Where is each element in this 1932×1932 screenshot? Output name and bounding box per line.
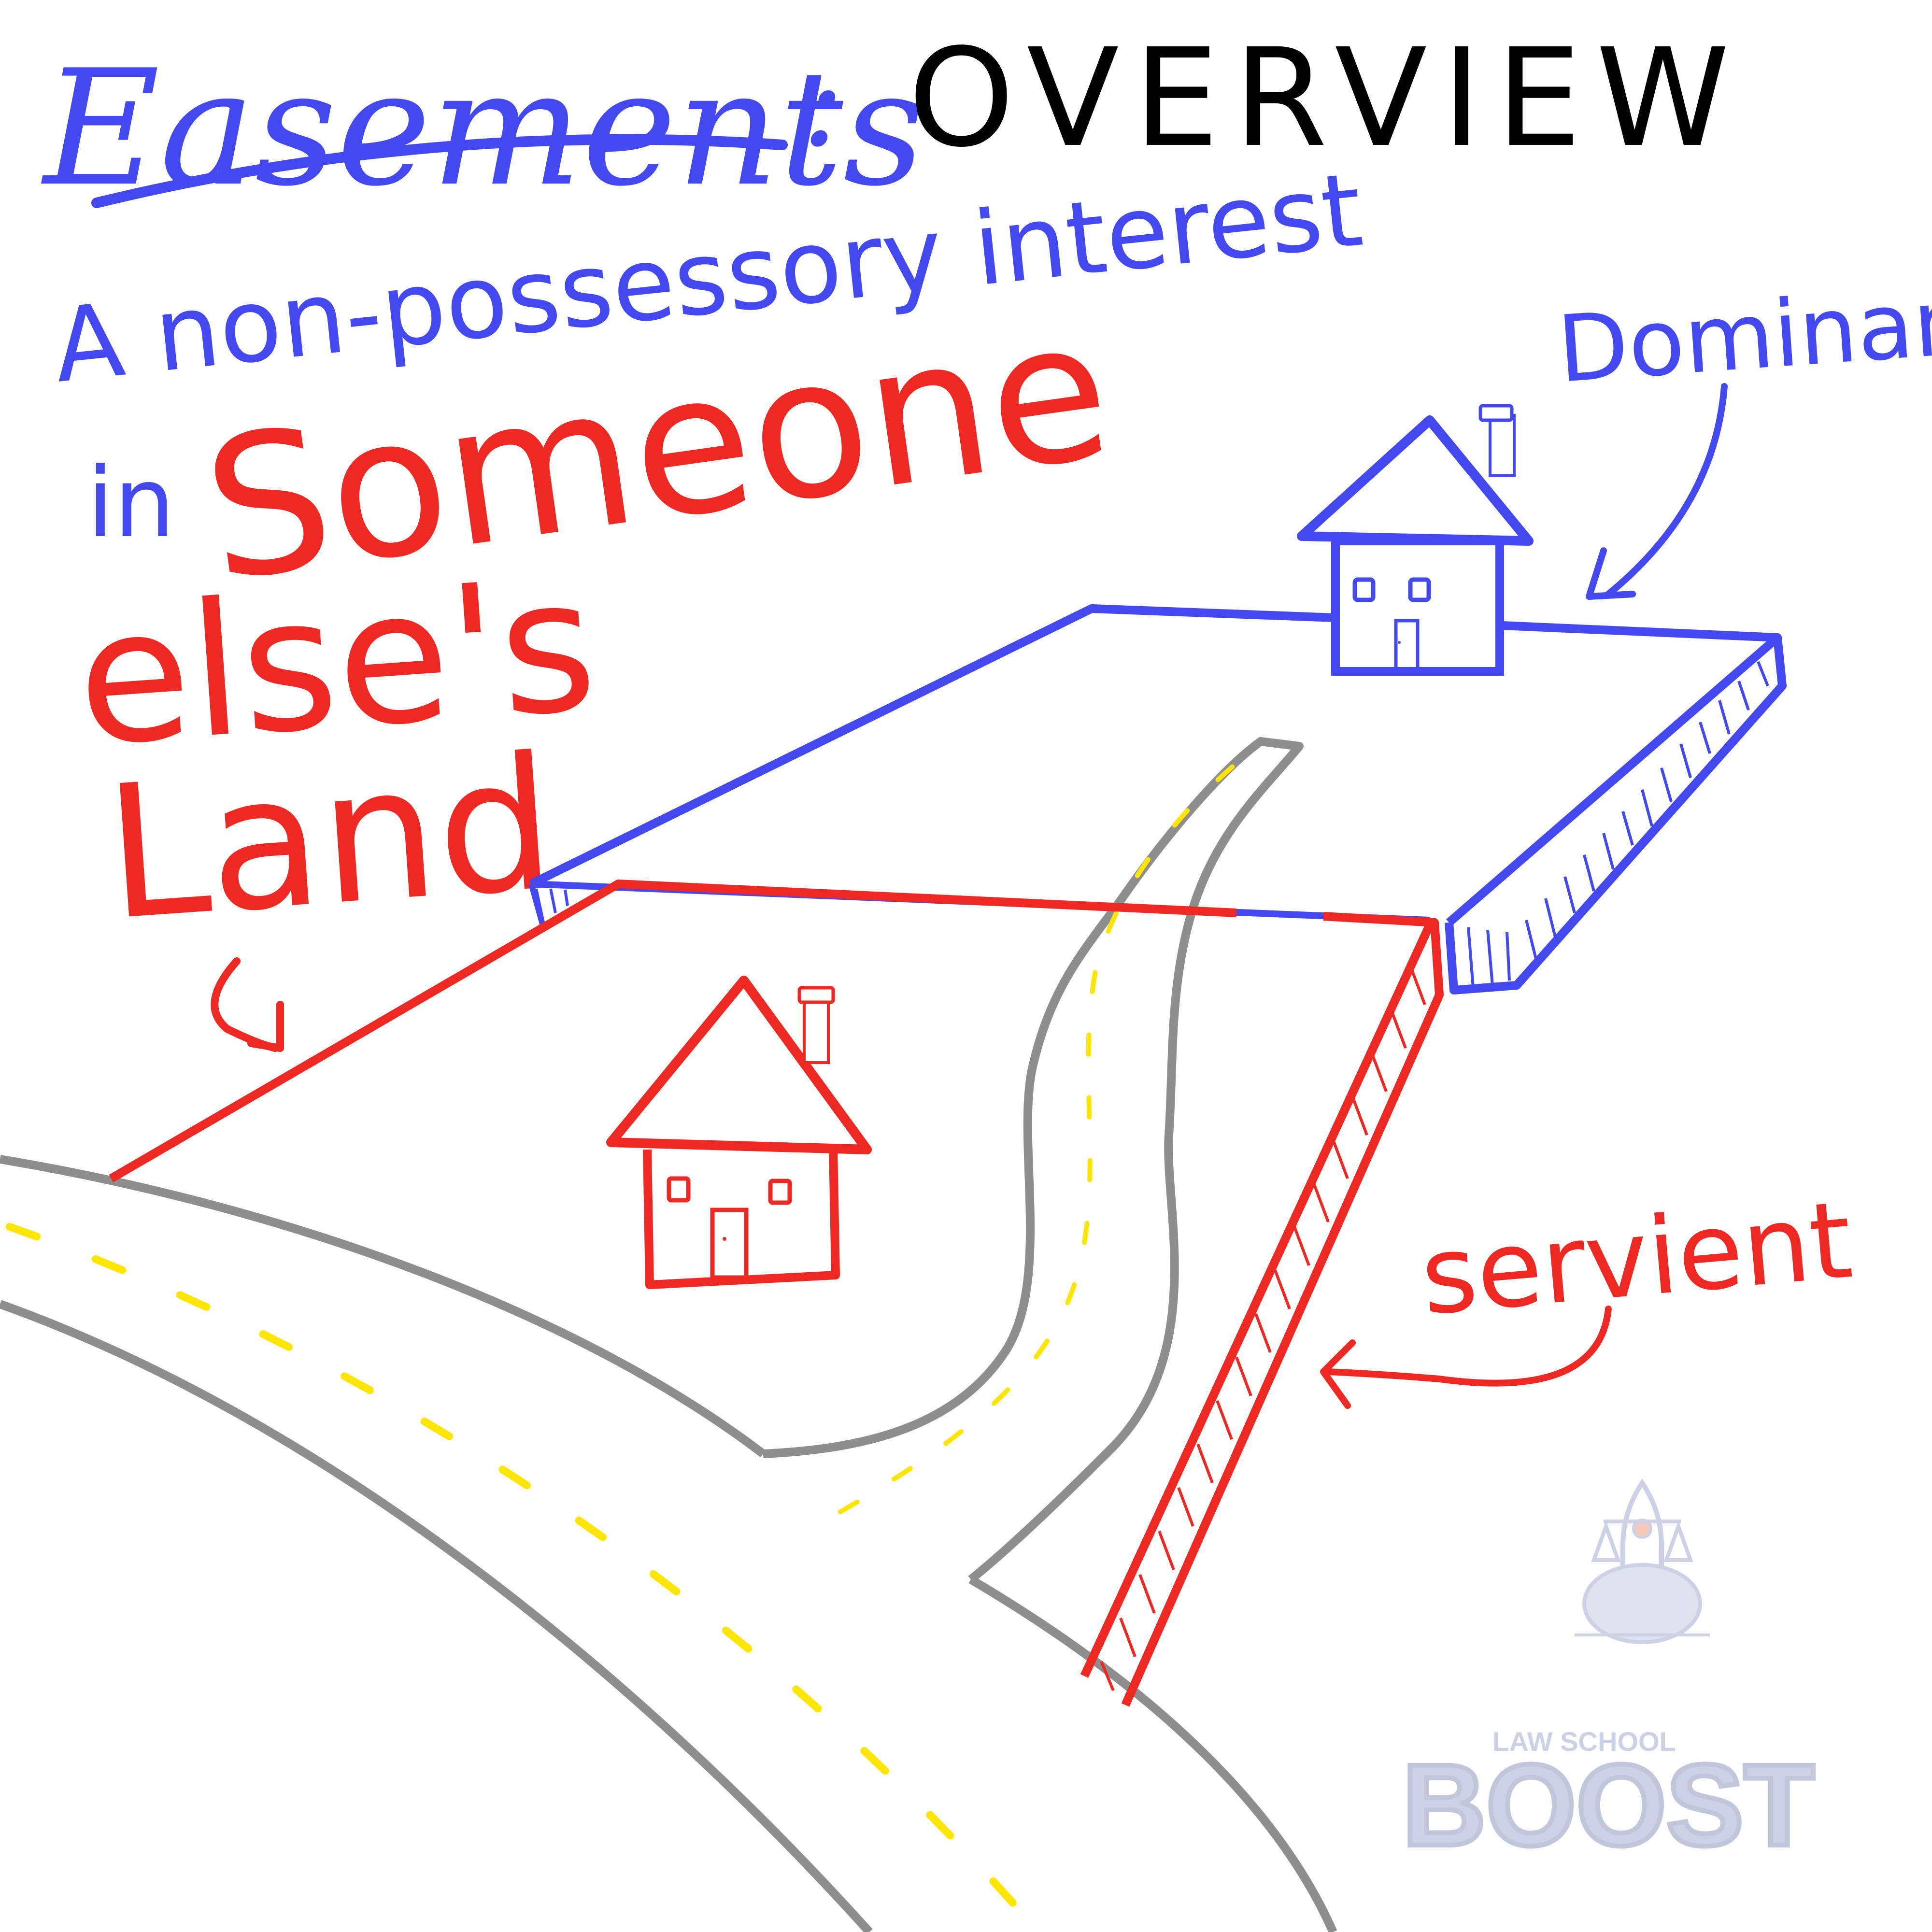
dominant-left-side (528, 883, 546, 928)
title-overview: OVERVIEW (908, 20, 1744, 177)
dominant-house-chimney-cap (1478, 404, 1514, 422)
dominant-house-chimney (1489, 414, 1516, 477)
title: Easements : OVERVIEW (41, 20, 1744, 221)
servient-house-window-left (667, 1176, 691, 1203)
servient-top-edge-right (1121, 912, 1444, 1707)
dominant-arrow (1605, 383, 1728, 597)
servient-front-edge (1080, 923, 1434, 1678)
logo-plate (1468, 1647, 1642, 1715)
easement-road-lane-marking (838, 761, 1239, 1514)
easement-road-edges (763, 737, 1304, 1583)
land-arrow-head (247, 1001, 284, 1052)
servient-house (606, 976, 872, 1289)
dominant-house-window-right (1408, 577, 1431, 602)
scales-icon (1591, 1520, 1693, 1562)
servient-house-roof (606, 976, 872, 1154)
brain-cloud-icon (1575, 1563, 1710, 1644)
logo-top-text: LAW SCHOOL (1492, 1726, 1676, 1757)
servient-house-body (643, 1149, 840, 1289)
servient-house-window-right (768, 1179, 792, 1205)
dominant-arrow-head (1586, 547, 1636, 600)
title-easements: Easements (41, 36, 925, 221)
main-road-lane-marking (6, 1223, 1042, 1932)
law-school-boost-logo: LAW SCHOOL BOOST (1400, 1478, 1817, 1872)
main-road-right-edge (968, 1576, 1337, 1932)
main-road-top-edge (0, 1155, 766, 1458)
definition-in: in (87, 447, 175, 559)
servient-house-door (710, 1208, 749, 1280)
dominant-house-door (1394, 619, 1420, 671)
logo-bottom-text: BOOST (1402, 1740, 1814, 1870)
main-road-bottom-edge (0, 1300, 873, 1932)
servient-arrow-head (1320, 1339, 1356, 1409)
dominant-front-edge (1446, 634, 1780, 926)
definition-land: Land (99, 716, 560, 961)
main-road (0, 1155, 1337, 1932)
definition-elses: else's (70, 538, 602, 787)
dominant-house (1297, 404, 1534, 676)
title-colon: : (802, 29, 844, 175)
dominant-house-doorknob (1398, 641, 1401, 644)
easement-road (763, 737, 1304, 1583)
dominant-top-edge-left (529, 604, 1348, 888)
servient-house-chimney-cap (797, 986, 835, 1004)
dominant-house-window-left (1352, 577, 1376, 602)
servient-arrow (1325, 1306, 1612, 1387)
land-arrow (211, 957, 279, 1052)
dominant-label: Dominant (1554, 265, 1932, 403)
servient-top-edge-left (109, 880, 1237, 1182)
servient-house-doorknob (723, 1237, 726, 1241)
dominant-top-edge-right (1445, 621, 1787, 994)
dominant-hatching (535, 661, 1769, 988)
title-underline (91, 134, 788, 208)
servient-hatching (1100, 965, 1426, 1691)
servient-house-chimney (803, 994, 830, 1064)
servient-label: servient (1416, 1178, 1857, 1339)
